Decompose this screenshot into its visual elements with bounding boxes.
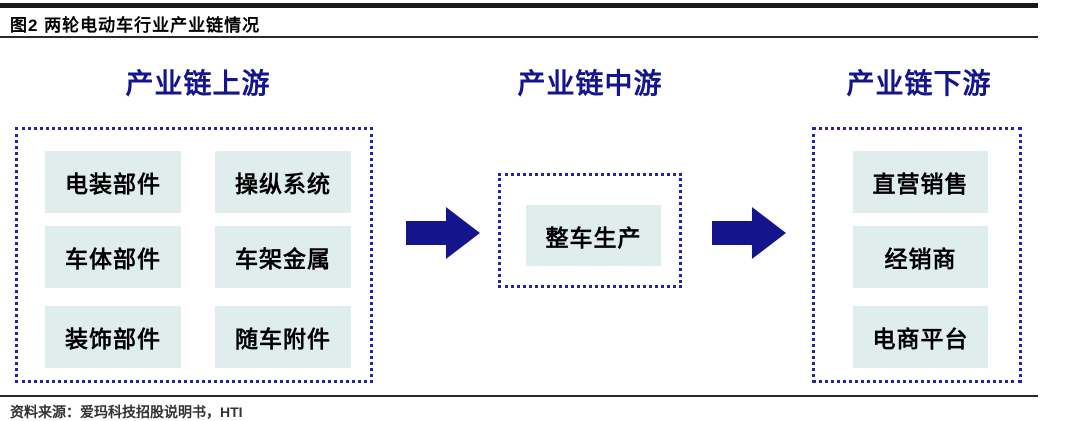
title-rule (0, 36, 1038, 38)
figure-title: 图2 两轮电动车行业产业链情况 (10, 16, 261, 35)
right-arrow-icon (406, 207, 480, 259)
upstream-node-decorative-parts: 装饰部件 (45, 306, 181, 368)
top-rule (0, 3, 1038, 8)
midstream-panel: 整车生产 (498, 173, 682, 288)
right-arrow-icon (712, 207, 786, 259)
header-upstream: 产业链上游 (125, 68, 271, 99)
footer-rule (0, 395, 1038, 397)
downstream-panel: 直营销售 经销商 电商平台 (812, 127, 1022, 383)
source-note: 资料来源：爱玛科技招股说明书，HTI (10, 404, 243, 420)
upstream-node-body-parts: 车体部件 (45, 226, 181, 288)
upstream-node-accessories: 随车附件 (215, 306, 351, 368)
midstream-node-vehicle-production: 整车生产 (526, 205, 661, 266)
downstream-node-distributors: 经销商 (853, 226, 988, 288)
upstream-node-control-system: 操纵系统 (215, 151, 351, 213)
downstream-node-direct-sales: 直营销售 (853, 151, 988, 213)
upstream-node-frame-metal: 车架金属 (215, 226, 351, 288)
header-downstream: 产业链下游 (846, 68, 992, 99)
downstream-node-ecommerce: 电商平台 (853, 306, 988, 368)
header-midstream: 产业链中游 (517, 68, 663, 99)
upstream-node-electrical-parts: 电装部件 (45, 151, 181, 213)
upstream-panel: 电装部件 操纵系统 车体部件 车架金属 装饰部件 随车附件 (15, 127, 373, 383)
